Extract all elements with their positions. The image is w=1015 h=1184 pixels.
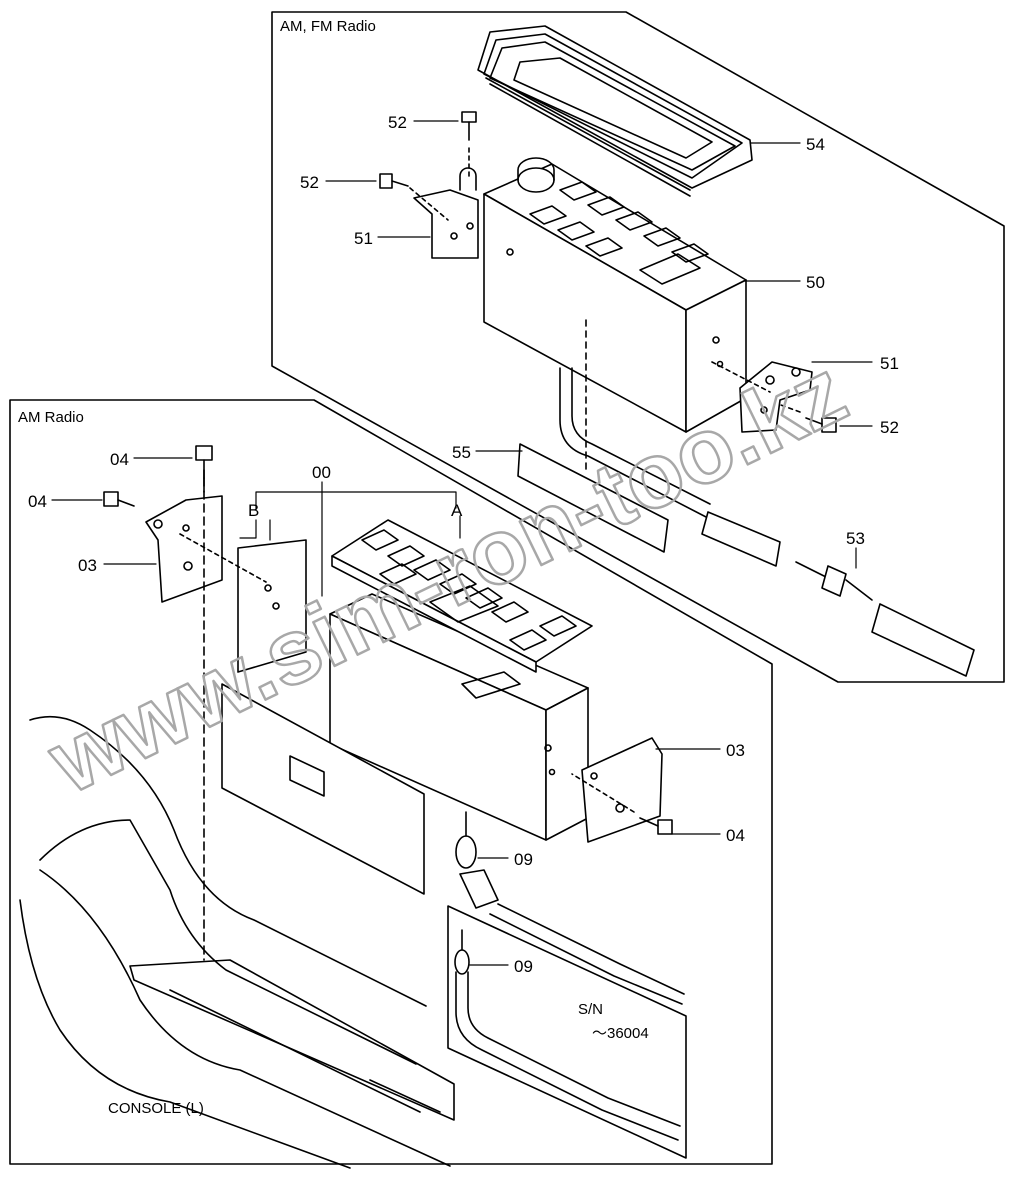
label-51-right: 51: [880, 354, 899, 373]
label-50: 50: [806, 273, 825, 292]
label-52-left: 52: [300, 173, 319, 192]
label-09-lower: 09: [514, 957, 533, 976]
label-53: 53: [846, 529, 865, 548]
bracket-left-part-51: [413, 167, 479, 259]
label-b: B: [248, 501, 259, 520]
bracket-left-part-03: [145, 469, 223, 603]
screw-part-52-right: [777, 403, 837, 433]
radio-cover-part-54: [477, 25, 753, 197]
screw-part-04-left: [103, 491, 267, 583]
label-03-left: 03: [78, 556, 97, 575]
label-55: 55: [452, 443, 471, 462]
am-radio-faceplate: [331, 519, 593, 673]
label-52-right: 52: [880, 418, 899, 437]
label-00: 00: [312, 463, 331, 482]
console-label: CONSOLE (L): [108, 1100, 204, 1117]
screw-part-04-top: [195, 445, 213, 961]
serial-number-range: ～36004: [592, 1025, 649, 1042]
cable-part-09-lower: [454, 929, 681, 1141]
sn-cable-panel: [447, 905, 687, 1159]
label-04-top: 04: [110, 450, 129, 469]
bracket-right-part-51: [739, 361, 813, 433]
cable-part-09-upper: [455, 811, 685, 1005]
bracket-right-part-03: [581, 737, 663, 843]
screw-part-52-top: [461, 111, 477, 177]
am-fm-panel-border: [271, 11, 1005, 683]
label-03-right: 03: [726, 741, 745, 760]
leader-lines: [51, 120, 873, 966]
spacer-plate-part-55: [517, 443, 669, 553]
antenna-cable-part-53: [559, 367, 975, 677]
am-fm-panel-title: AM, FM Radio: [280, 18, 376, 35]
am-radio-unit-part-00: [329, 593, 589, 841]
label-04-left: 04: [28, 492, 47, 511]
label-51-left: 51: [354, 229, 373, 248]
label-52-top: 52: [388, 113, 407, 132]
label-a: A: [451, 501, 463, 520]
label-09-upper: 09: [514, 850, 533, 869]
screw-part-52-left: [379, 173, 449, 221]
screw-part-04-right: [571, 773, 673, 835]
serial-number-label: S/N: [578, 1001, 603, 1018]
am-panel-title: AM Radio: [18, 409, 84, 426]
label-04-right: 04: [726, 826, 745, 845]
console-left-outline: [19, 715, 455, 1169]
am-panel-border: [9, 399, 773, 1165]
cover-plate-part-b: [221, 539, 425, 895]
am-fm-radio-unit-part-50: [483, 157, 747, 433]
label-54: 54: [806, 135, 825, 154]
